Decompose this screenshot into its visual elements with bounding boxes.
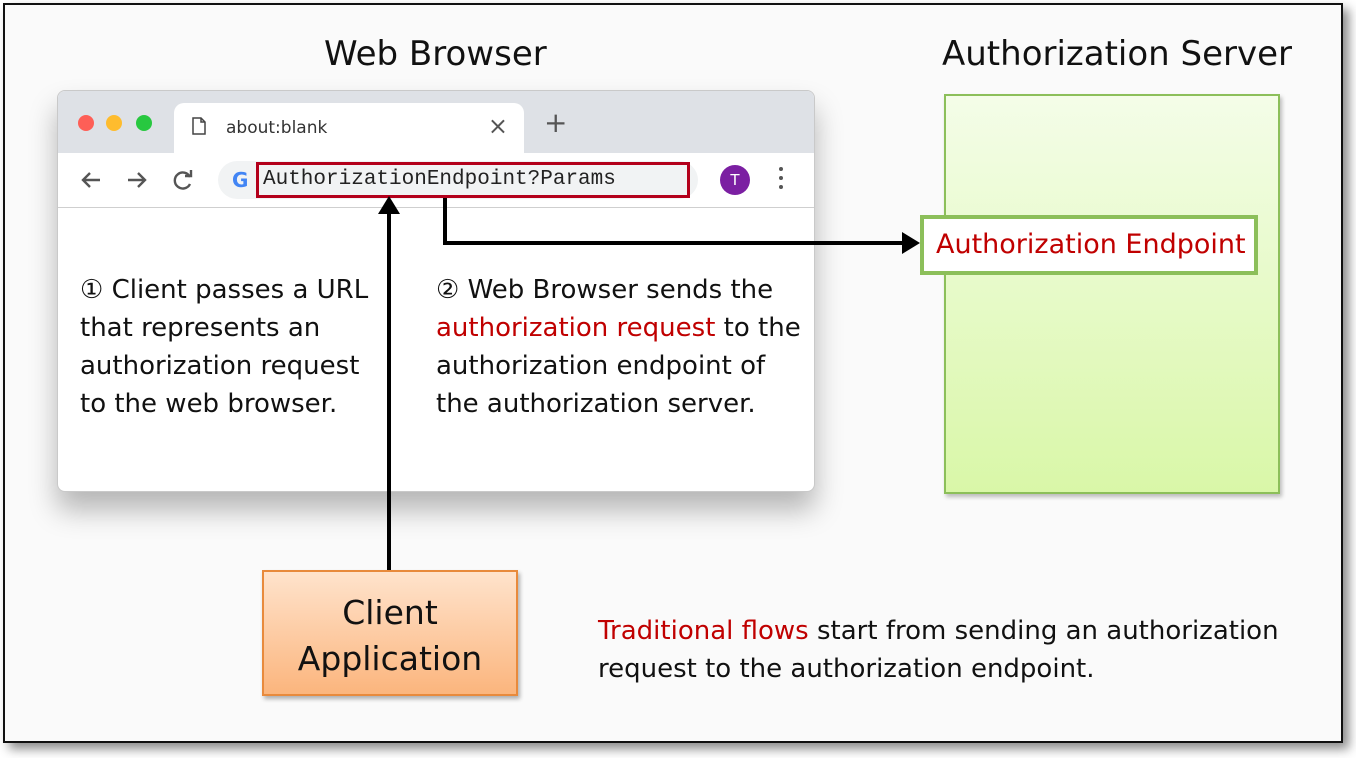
authorization-server-box bbox=[944, 94, 1280, 494]
url-to-endpoint-arrowhead bbox=[902, 232, 920, 254]
window-minimize-dot[interactable] bbox=[106, 115, 122, 131]
client-to-url-arrowhead bbox=[378, 196, 400, 214]
client-application-box: Client Application bbox=[262, 570, 518, 696]
tab-title: about:blank bbox=[226, 118, 328, 138]
authorization-request-highlight: authorization request bbox=[436, 313, 716, 343]
forward-arrow-icon[interactable] bbox=[122, 165, 152, 195]
step1-text: ① Client passes a URL that represents an… bbox=[80, 275, 369, 419]
client-application-label: Client Application bbox=[297, 593, 483, 678]
google-icon: G bbox=[232, 168, 249, 192]
url-to-endpoint-arrow bbox=[443, 198, 906, 245]
note-text: start from sending an authorization requ… bbox=[598, 616, 1279, 684]
window-close-dot[interactable] bbox=[78, 115, 94, 131]
back-arrow-icon[interactable] bbox=[76, 165, 106, 195]
step2-suffix: to the authorization endpoint of the aut… bbox=[436, 313, 801, 419]
close-icon[interactable]: × bbox=[487, 112, 508, 140]
step2-text: ② Web Browser sends the authorization re… bbox=[436, 271, 816, 423]
authorization-server-title: Authorization Server bbox=[942, 34, 1293, 74]
traditional-flows-note: Traditional flows start from sending an … bbox=[598, 612, 1318, 688]
authorization-endpoint-label: Authorization Endpoint bbox=[936, 229, 1246, 260]
avatar[interactable]: T bbox=[720, 165, 750, 195]
browser-window: about:blank × + G AuthorizationEndpoint?… bbox=[57, 90, 815, 492]
reload-icon[interactable] bbox=[168, 165, 198, 195]
url-text: AuthorizationEndpoint?Params bbox=[263, 168, 616, 191]
step2-prefix: ② Web Browser sends the bbox=[436, 275, 774, 305]
url-highlight-box: AuthorizationEndpoint?Params bbox=[256, 162, 690, 198]
traditional-flows-highlight: Traditional flows bbox=[598, 616, 809, 646]
authorization-endpoint-box: Authorization Endpoint bbox=[920, 215, 1258, 275]
browser-toolbar: G AuthorizationEndpoint?Params T bbox=[58, 153, 814, 208]
web-browser-title: Web Browser bbox=[324, 34, 547, 74]
address-bar[interactable]: G AuthorizationEndpoint?Params bbox=[218, 161, 698, 199]
kebab-menu-icon[interactable] bbox=[776, 167, 786, 193]
page-icon bbox=[192, 117, 206, 135]
browser-tab[interactable]: about:blank × bbox=[174, 103, 524, 153]
window-zoom-dot[interactable] bbox=[136, 115, 152, 131]
plus-icon[interactable]: + bbox=[544, 106, 568, 139]
tab-strip: about:blank × + bbox=[58, 91, 814, 153]
